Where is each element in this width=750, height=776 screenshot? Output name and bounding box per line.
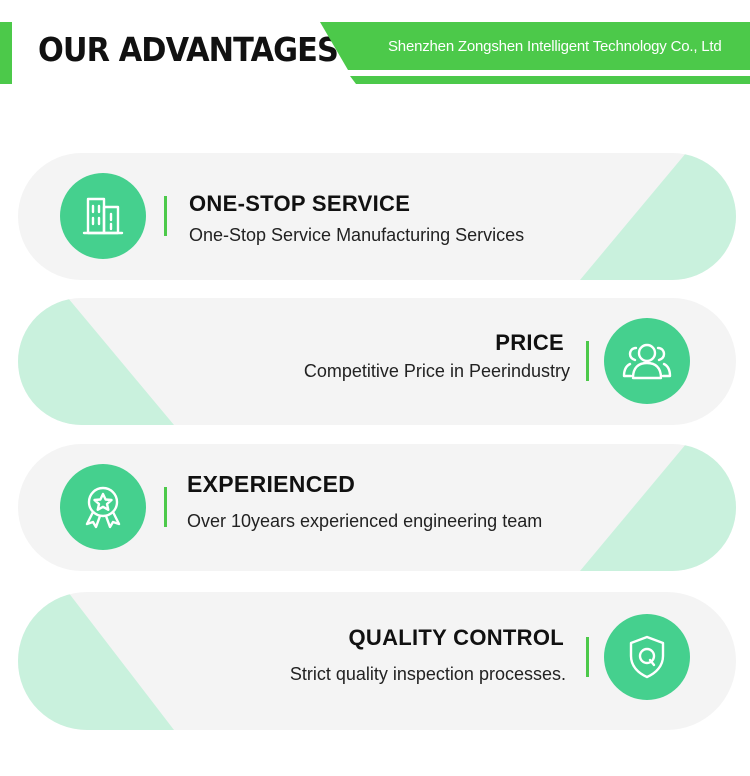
card-description: One-Stop Service Manufacturing Services (189, 225, 525, 245)
card-title: PRICE (495, 330, 564, 355)
divider-line (586, 341, 589, 381)
card-decoration (580, 153, 736, 280)
card-title: EXPERIENCED (187, 471, 356, 497)
building-icon (60, 173, 146, 259)
company-banner (320, 22, 750, 84)
card-decoration (580, 444, 736, 571)
divider-line (164, 487, 167, 527)
card-decoration (18, 298, 174, 425)
card-description: Over 10years experienced engineering tea… (187, 511, 543, 531)
award-badge-icon (60, 464, 146, 550)
users-icon (604, 318, 690, 404)
card-description: Competitive Price in Peerindustry (303, 361, 570, 381)
divider-line (586, 637, 589, 677)
advantage-card-quality-control: QUALITY CONTROL Strict quality inspectio… (18, 592, 736, 730)
divider-line (164, 196, 167, 236)
header: OUR ADVANTAGES Shenzhen Zongshen Intelli… (0, 0, 750, 100)
card-title: QUALITY CONTROL (348, 625, 564, 650)
card-title: ONE-STOP SERVICE (189, 191, 411, 216)
company-name: Shenzhen Zongshen Intelligent Technology… (388, 38, 722, 55)
advantage-card-experienced: EXPERIENCED Over 10years experienced eng… (18, 444, 736, 571)
page-title: OUR ADVANTAGES (38, 30, 339, 69)
shield-q-icon (604, 614, 690, 700)
card-description: Strict quality inspection processes. (289, 664, 566, 684)
advantage-card-price: PRICE Competitive Price in Peerindustry (18, 298, 736, 425)
card-decoration (18, 592, 174, 730)
advantage-card-one-stop-service: ONE-STOP SERVICE One-Stop Service Manufa… (18, 153, 736, 280)
header-accent-bar (0, 22, 12, 84)
